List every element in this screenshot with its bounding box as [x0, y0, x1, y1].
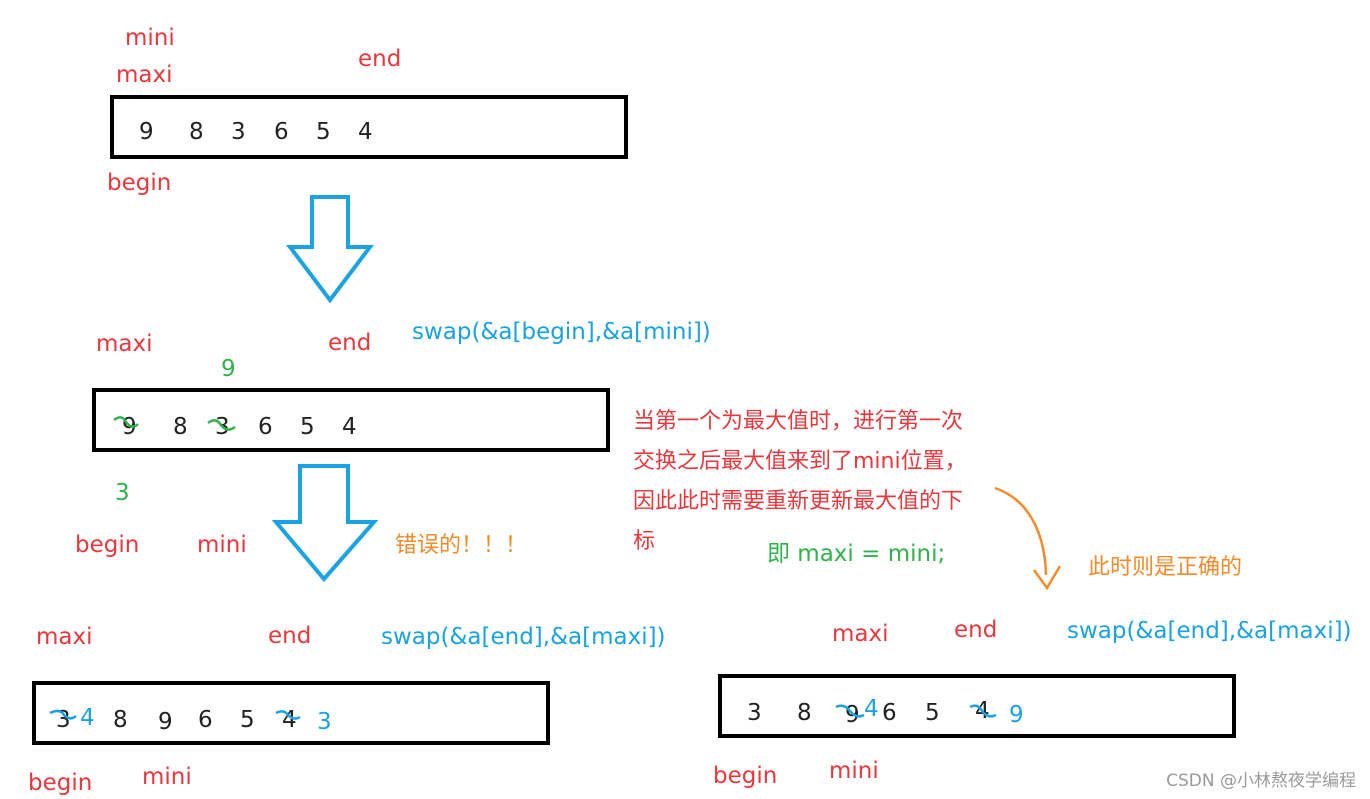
array-box-2: 9 8 3 6 5 4 [92, 388, 610, 452]
mini-label-4: mini [829, 758, 879, 784]
maxi-label-3: maxi [36, 624, 93, 650]
array-box-3: 3 4 8 9 6 5 4 3 [32, 681, 550, 745]
array3-value-3: 6 [198, 707, 213, 733]
end-label-2: end [328, 330, 372, 356]
array4-value-2: 9 [845, 702, 860, 728]
begin-label-3: begin [28, 770, 93, 796]
maxi-label-4: maxi [832, 621, 889, 647]
array4-value-4: 5 [925, 700, 940, 726]
watermark: CSDN @小林熬夜学编程 [1166, 771, 1356, 791]
array4-replaced-last: 9 [1009, 702, 1024, 728]
wrong-label: 错误的！！！ [395, 533, 528, 558]
array-box-4: 3 8 9 4 6 5 4 9 [718, 674, 1236, 738]
array3-value-2: 9 [158, 709, 173, 735]
down-arrow-icon [271, 464, 379, 583]
mini-label-3: mini [142, 764, 192, 790]
array2-value-5: 4 [342, 414, 357, 440]
array2-value-0: 9 [122, 414, 137, 440]
array2-value-2: 3 [215, 414, 230, 440]
array2-value-3: 6 [258, 414, 273, 440]
begin-label-2: begin [75, 532, 140, 558]
mini-label-2: mini [197, 532, 247, 558]
array3-replaced-last: 3 [317, 709, 332, 735]
explanation-note: 当第一个为最大值时，进行第一次交换之后最大值来到了mini位置，因此此时需要重新… [633, 409, 967, 554]
swap-note-three: 3 [115, 480, 130, 506]
array3-value-5: 4 [282, 707, 297, 733]
swap-code-1: swap(&a[begin],&a[mini]) [412, 319, 711, 345]
array3-value-0: 3 [56, 707, 71, 733]
end-label-1: end [358, 46, 402, 72]
array2-value-1: 8 [173, 414, 188, 440]
array3-value-1: 8 [113, 707, 128, 733]
array2-value-4: 5 [300, 414, 315, 440]
array4-value-0: 3 [747, 700, 762, 726]
begin-label-1: begin [107, 170, 172, 196]
swap-code-3: swap(&a[end],&a[maxi]) [1067, 618, 1352, 644]
array1-value-0: 9 [139, 119, 154, 145]
begin-label-4: begin [713, 763, 778, 789]
array3-replaced-first: 4 [80, 705, 95, 731]
array1-value-2: 3 [231, 119, 246, 145]
end-label-3: end [268, 623, 312, 649]
down-arrow-icon [285, 195, 375, 304]
array1-value-5: 4 [358, 119, 373, 145]
array4-value-3: 6 [882, 700, 897, 726]
array4-replaced-mid: 4 [864, 696, 879, 722]
array-box-1: 9 8 3 6 5 4 [110, 95, 628, 159]
fix-code: 即 maxi = mini; [767, 541, 946, 567]
array1-value-3: 6 [274, 119, 289, 145]
swap-note-nine: 9 [221, 356, 236, 382]
end-label-4: end [954, 617, 998, 643]
array1-value-1: 8 [189, 119, 204, 145]
mini-label-1: mini [125, 25, 175, 51]
maxi-label-2: maxi [96, 331, 153, 357]
swap-code-2: swap(&a[end],&a[maxi]) [381, 624, 666, 650]
curved-arrow-icon [994, 486, 1048, 576]
correct-label: 此时则是正确的 [1088, 555, 1243, 580]
array3-value-4: 5 [240, 707, 255, 733]
maxi-label-1: maxi [116, 62, 173, 88]
array4-value-1: 8 [797, 700, 812, 726]
arrow-head-icon [1032, 565, 1062, 591]
array4-value-5: 4 [975, 698, 990, 724]
array1-value-4: 5 [316, 119, 331, 145]
